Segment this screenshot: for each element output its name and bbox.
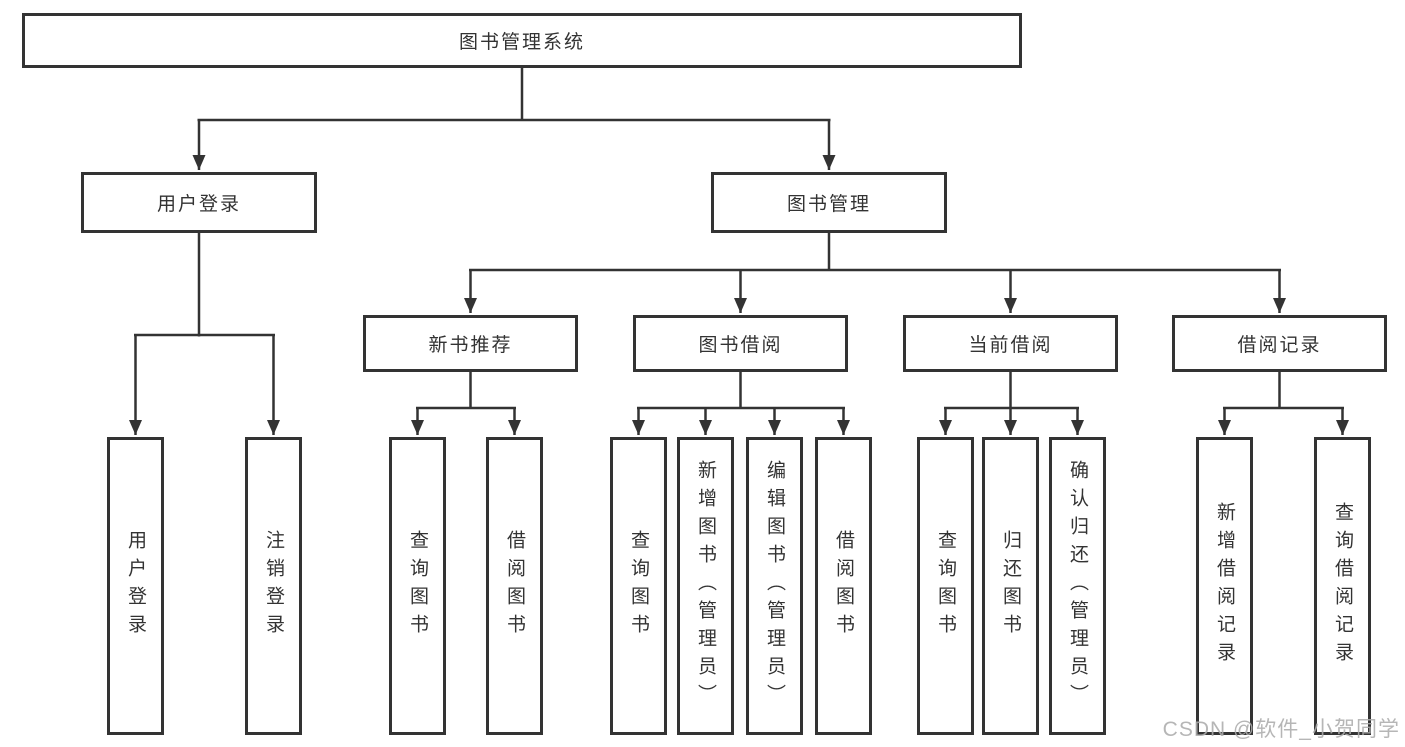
leaf-borrow-books-borrowing: 借阅图书 [815, 437, 872, 735]
leaf-query-books-borrowing: 查询图书 [610, 437, 667, 735]
node-library-system: 图书管理系统 [22, 13, 1022, 68]
node-label: 图书借阅 [698, 335, 783, 356]
leaf-query-borrow-record: 查询借阅记录 [1314, 437, 1371, 735]
node-label: 图书管理 [786, 194, 871, 215]
leaf-label: 编辑图书（管理员） [764, 460, 785, 712]
leaf-label: 确认归还（管理员） [1067, 460, 1088, 712]
csdn-watermark: CSDN @软件_小贺同学 [1162, 718, 1400, 741]
leaf-label: 查询图书 [407, 530, 428, 642]
leaf-confirm-return-admin: 确认归还（管理员） [1049, 437, 1106, 735]
leaf-label: 查询图书 [628, 530, 649, 642]
leaf-logout: 注销登录 [245, 437, 302, 735]
node-current-borrowing: 当前借阅 [903, 315, 1118, 372]
leaf-label: 归还图书 [1000, 530, 1021, 642]
leaf-user-login: 用户登录 [107, 437, 164, 735]
leaf-label: 借阅图书 [833, 530, 854, 642]
node-book-management: 图书管理 [711, 172, 947, 233]
leaf-return-book: 归还图书 [982, 437, 1039, 735]
node-label: 图书管理系统 [458, 32, 585, 53]
node-new-book-recommend: 新书推荐 [363, 315, 578, 372]
leaf-query-books-recommend: 查询图书 [389, 437, 446, 735]
leaf-label: 借阅图书 [504, 530, 525, 642]
leaf-label: 用户登录 [125, 530, 146, 642]
leaf-edit-book-admin: 编辑图书（管理员） [746, 437, 803, 735]
leaf-label: 查询借阅记录 [1332, 502, 1353, 670]
node-label: 新书推荐 [428, 335, 513, 356]
node-borrow-records: 借阅记录 [1172, 315, 1387, 372]
node-user-login: 用户登录 [81, 172, 317, 233]
leaf-add-borrow-record: 新增借阅记录 [1196, 437, 1253, 735]
leaf-borrow-books-recommend: 借阅图书 [486, 437, 543, 735]
leaf-label: 查询图书 [935, 530, 956, 642]
node-label: 借阅记录 [1237, 335, 1322, 356]
node-label: 当前借阅 [968, 335, 1053, 356]
leaf-query-books-current: 查询图书 [917, 437, 974, 735]
node-book-borrowing: 图书借阅 [633, 315, 848, 372]
leaf-add-book-admin: 新增图书（管理员） [677, 437, 734, 735]
leaf-label: 注销登录 [263, 530, 284, 642]
node-label: 用户登录 [156, 194, 241, 215]
leaf-label: 新增借阅记录 [1214, 502, 1235, 670]
leaf-label: 新增图书（管理员） [695, 460, 716, 712]
